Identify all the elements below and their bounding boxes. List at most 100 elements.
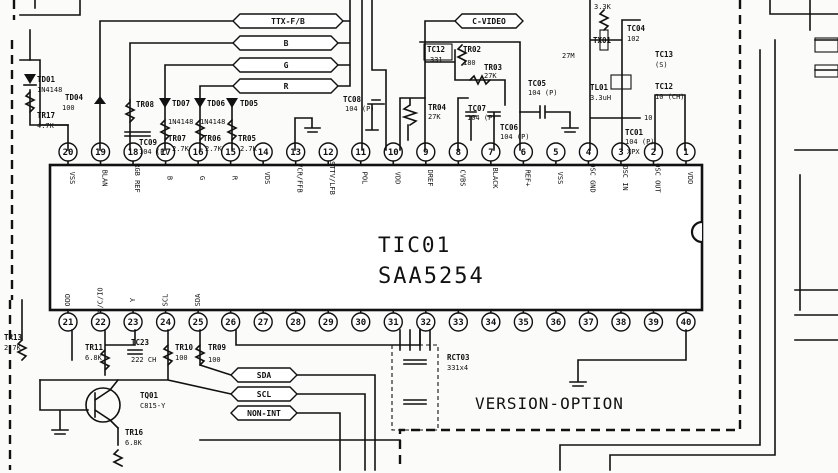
version-option-label: VERSION-OPTION <box>475 394 624 413</box>
val-td01: 1N4148 <box>37 86 62 94</box>
tr02-resistor <box>456 43 468 67</box>
pin-signal-label: REF+ <box>523 170 531 187</box>
lbl-tr11: TR11 <box>85 343 104 352</box>
val-tc13: (S) <box>655 61 668 69</box>
lbl-tr04: TR04 <box>428 103 447 112</box>
lbl-tq01: TQ01 <box>140 391 159 400</box>
pin-number: 30 <box>355 318 366 328</box>
val-tq01: C815-Y <box>140 402 166 410</box>
lbl-tr03: TR03 <box>484 63 503 72</box>
pin-number: 33 <box>453 318 464 328</box>
pin-number: 4 <box>586 148 592 158</box>
svg-text:TTX-F/B: TTX-F/B <box>271 17 305 26</box>
tc07-tc06-caps <box>457 97 501 151</box>
svg-text:NON-INT: NON-INT <box>247 409 281 418</box>
top-right-wire <box>769 0 838 15</box>
lbl-tr13: TR13 <box>4 333 23 342</box>
pin-signal-label: VDS <box>263 172 271 185</box>
val-tc07: 104 (P) <box>467 114 497 122</box>
pin-number: 28 <box>290 318 301 328</box>
tc05-network <box>519 105 579 133</box>
lbl-tc12: TC12 <box>427 45 445 54</box>
lbl-td04: TD04 <box>65 93 84 102</box>
pin-number: 39 <box>648 318 659 328</box>
pin-number: 40 <box>681 318 692 328</box>
ic-pin-32: 32 <box>416 309 436 332</box>
pin-signal-label: CVBS <box>458 170 466 187</box>
tc12-box <box>423 43 453 61</box>
val-tr16: 6.8K <box>125 439 143 447</box>
pin-number: 13 <box>290 148 301 158</box>
pin-signal-label: BLAN <box>101 170 109 187</box>
transistor-base-net <box>39 379 89 435</box>
tr04-network <box>399 97 426 151</box>
pin-number: 10 <box>388 148 399 158</box>
lbl-tc06: TC06 <box>500 123 519 132</box>
lbl-tc13: TC13 <box>655 50 674 59</box>
pin-number: 19 <box>95 148 106 158</box>
pin-signal-label: DREF <box>426 170 434 187</box>
tag-c-video: C-VIDEO <box>454 13 524 29</box>
lbl-td05: TD05 <box>240 99 258 108</box>
lbl-tc04: TC04 <box>627 24 646 33</box>
ic-pin-39: 39 <box>643 309 664 332</box>
lbl-tc08: TC08 <box>343 95 362 104</box>
val-tr10: 100 <box>175 354 188 362</box>
rgb-feed-wires <box>99 20 234 101</box>
ic-pin-22: 22Y/C/IO <box>90 287 111 332</box>
pin-number: 29 <box>323 318 334 328</box>
lbl-td07: TD07 <box>172 99 190 108</box>
pin-signal-label: RGB REF <box>133 163 141 193</box>
tag-non-int: NON-INT <box>230 405 298 421</box>
ic-pin-26: 26 <box>220 309 241 332</box>
lbl-tc07: TC07 <box>468 104 486 113</box>
pin-number: 8 <box>456 148 461 158</box>
ic-pin-30: 30 <box>351 309 371 332</box>
val-tc05: 104 (P) <box>528 89 558 97</box>
rct03-elements <box>399 329 431 405</box>
lbl-tx01: TX01 <box>593 36 612 45</box>
lbl-xpx: XPX <box>627 148 640 156</box>
tag-ttx-fb: TTX-F/B <box>232 13 344 29</box>
pin-number: 21 <box>63 318 74 328</box>
tag-scl: SCL <box>230 386 298 402</box>
pin-number: 12 <box>323 148 334 158</box>
lbl-td06: TD06 <box>207 99 226 108</box>
td06-diode <box>194 98 206 108</box>
val-tc08: 104 (P) <box>345 105 375 113</box>
svg-text:R: R <box>284 82 289 91</box>
tc09-cap <box>124 131 151 137</box>
lbl-tr17: TR17 <box>37 111 55 120</box>
pin-number: 38 <box>616 318 627 328</box>
svg-text:SCL: SCL <box>257 390 272 399</box>
svg-text:SDA: SDA <box>257 371 272 380</box>
lbl-tr08: TR08 <box>136 100 155 109</box>
val-tc09: 104 (P) <box>139 148 169 156</box>
pin-signal-label: OSC OUT <box>653 163 661 193</box>
tag-g: G <box>232 57 339 73</box>
ic-pin-29: 29 <box>318 309 338 332</box>
pin-number: 31 <box>388 318 399 328</box>
pin-number: 18 <box>128 148 139 158</box>
svg-text:B: B <box>284 39 289 48</box>
lbl-tc05: TC05 <box>528 79 546 88</box>
val-tx01: 27M <box>562 52 575 60</box>
tq01-transistor <box>85 387 121 423</box>
ic-pin-35: 35 <box>513 309 534 332</box>
val-tc04: 102 <box>627 35 640 43</box>
pin-number: 11 <box>355 148 366 158</box>
pin-signal-label: POL <box>361 172 369 185</box>
cvbs-network <box>419 20 521 151</box>
